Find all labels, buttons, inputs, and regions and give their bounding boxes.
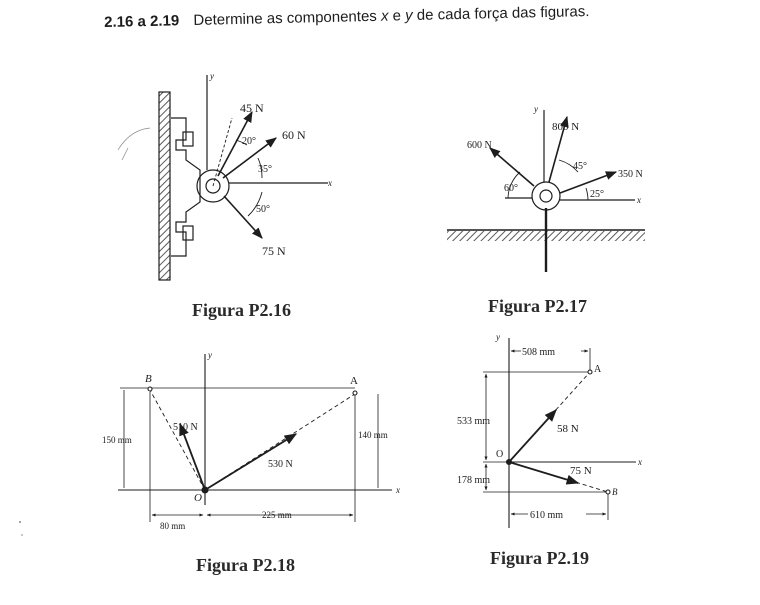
label-140mm: 140 mm: [358, 430, 388, 440]
point-o: [505, 458, 513, 466]
force-arrow-800n: [548, 115, 569, 183]
bracket: [171, 117, 201, 257]
margin-speck: [21, 534, 23, 536]
label-75n: 75 N: [570, 465, 592, 477]
label-508mm-bg: [521, 343, 581, 357]
dashed-to-b: [149, 389, 206, 491]
label-angle-25: 25°: [590, 189, 604, 200]
label-angle-50: 50°: [256, 204, 270, 215]
label-178mm: 178 mm: [457, 475, 490, 486]
label-75n: 75 N: [262, 244, 286, 258]
label-60n: 60 N: [282, 128, 306, 142]
figure-p216: 45 N 60 N 75 N 20° 35° 50° y x: [117, 71, 332, 281]
caption-p219: Figura P2.19: [490, 548, 589, 568]
label-point-b: B: [612, 487, 618, 497]
ring-outer: [531, 181, 561, 211]
margin-speck: [19, 521, 21, 523]
label-point-b: B: [145, 373, 152, 385]
label-610mm-bg: [528, 506, 586, 520]
force-arrow-510n: [179, 422, 206, 491]
angle-arc-45: [558, 159, 579, 173]
figure-p217: 800 N 600 N 350 N 60° 45° 25° y x: [447, 104, 645, 272]
label-600n: 600 N: [467, 140, 492, 151]
point-b: [147, 386, 153, 392]
force-arrow-530n: [204, 433, 298, 491]
point-o: [201, 486, 209, 494]
ring-inner: [539, 189, 553, 203]
wall: [158, 91, 171, 281]
label-point-a: A: [350, 375, 358, 387]
pen-scribble: [117, 127, 151, 161]
label-45n: 45 N: [240, 101, 264, 115]
point-b: [605, 489, 611, 495]
label-point-o: O: [496, 449, 503, 460]
label-800n: 800 N: [552, 121, 579, 133]
label-point-a: A: [594, 364, 602, 375]
label-y-axis: y: [533, 104, 538, 114]
force-arrow-75n: [223, 195, 263, 239]
label-x-axis: x: [637, 457, 642, 467]
label-x-axis: x: [327, 178, 332, 188]
label-510n: 510 N: [173, 422, 198, 433]
label-225mm: 225 mm: [262, 510, 292, 520]
force-arrow-350n: [559, 171, 618, 194]
label-530n: 530 N: [268, 459, 293, 470]
angle-arc-50: [247, 191, 263, 217]
bolt-bottom: [182, 225, 194, 241]
label-angle-60: 60°: [504, 183, 518, 194]
force-arrow-75n: [508, 461, 580, 485]
label-508mm: 508 mm: [522, 347, 555, 358]
label-angle-35: 35°: [258, 164, 272, 175]
caption-p218: Figura P2.18: [196, 555, 295, 575]
label-x-axis: x: [395, 485, 400, 495]
label-533mm: 533 mm: [457, 416, 490, 427]
angle-arc-60: [507, 171, 521, 199]
force-arrow-45n: [217, 111, 253, 177]
label-angle-45: 45°: [573, 161, 587, 172]
label-58n: 58 N: [557, 423, 579, 435]
label-x-axis: x: [636, 195, 641, 205]
angle-arc-20: [235, 139, 248, 146]
angle-arc-35: [257, 157, 263, 179]
label-y-axis: y: [495, 332, 500, 342]
label-y-axis: y: [207, 350, 212, 360]
force-arrow-600n: [489, 147, 535, 187]
label-350n: 350 N: [618, 169, 643, 180]
point-a: [352, 390, 358, 396]
force-arrow-58n: [508, 409, 557, 463]
label-point-o: O: [194, 492, 202, 504]
force-arrow-60n: [222, 137, 277, 179]
label-y-axis: y: [209, 71, 214, 81]
bolt-top: [182, 131, 194, 147]
dashed-to-a: [508, 371, 591, 463]
angle-arc-25: [585, 187, 589, 201]
label-610mm: 610 mm: [530, 510, 563, 521]
label-150mm: 150 mm: [102, 435, 132, 445]
ring-inner: [205, 178, 221, 194]
ring-outer: [196, 169, 230, 203]
figure-p218: B A O 510 N 530 N 150 mm 140 mm 80 mm 22…: [102, 350, 400, 531]
point-a: [587, 369, 593, 375]
label-80mm: 80 mm: [160, 521, 185, 531]
caption-p217: Figura P2.17: [488, 296, 587, 316]
label-angle-20: 20°: [242, 136, 256, 147]
figure-p219: 508 mm 533 mm 178 mm 610 mm 58 N 75 N O …: [457, 332, 642, 528]
caption-p216: Figura P2.16: [192, 300, 291, 320]
reference-line: [212, 117, 233, 187]
